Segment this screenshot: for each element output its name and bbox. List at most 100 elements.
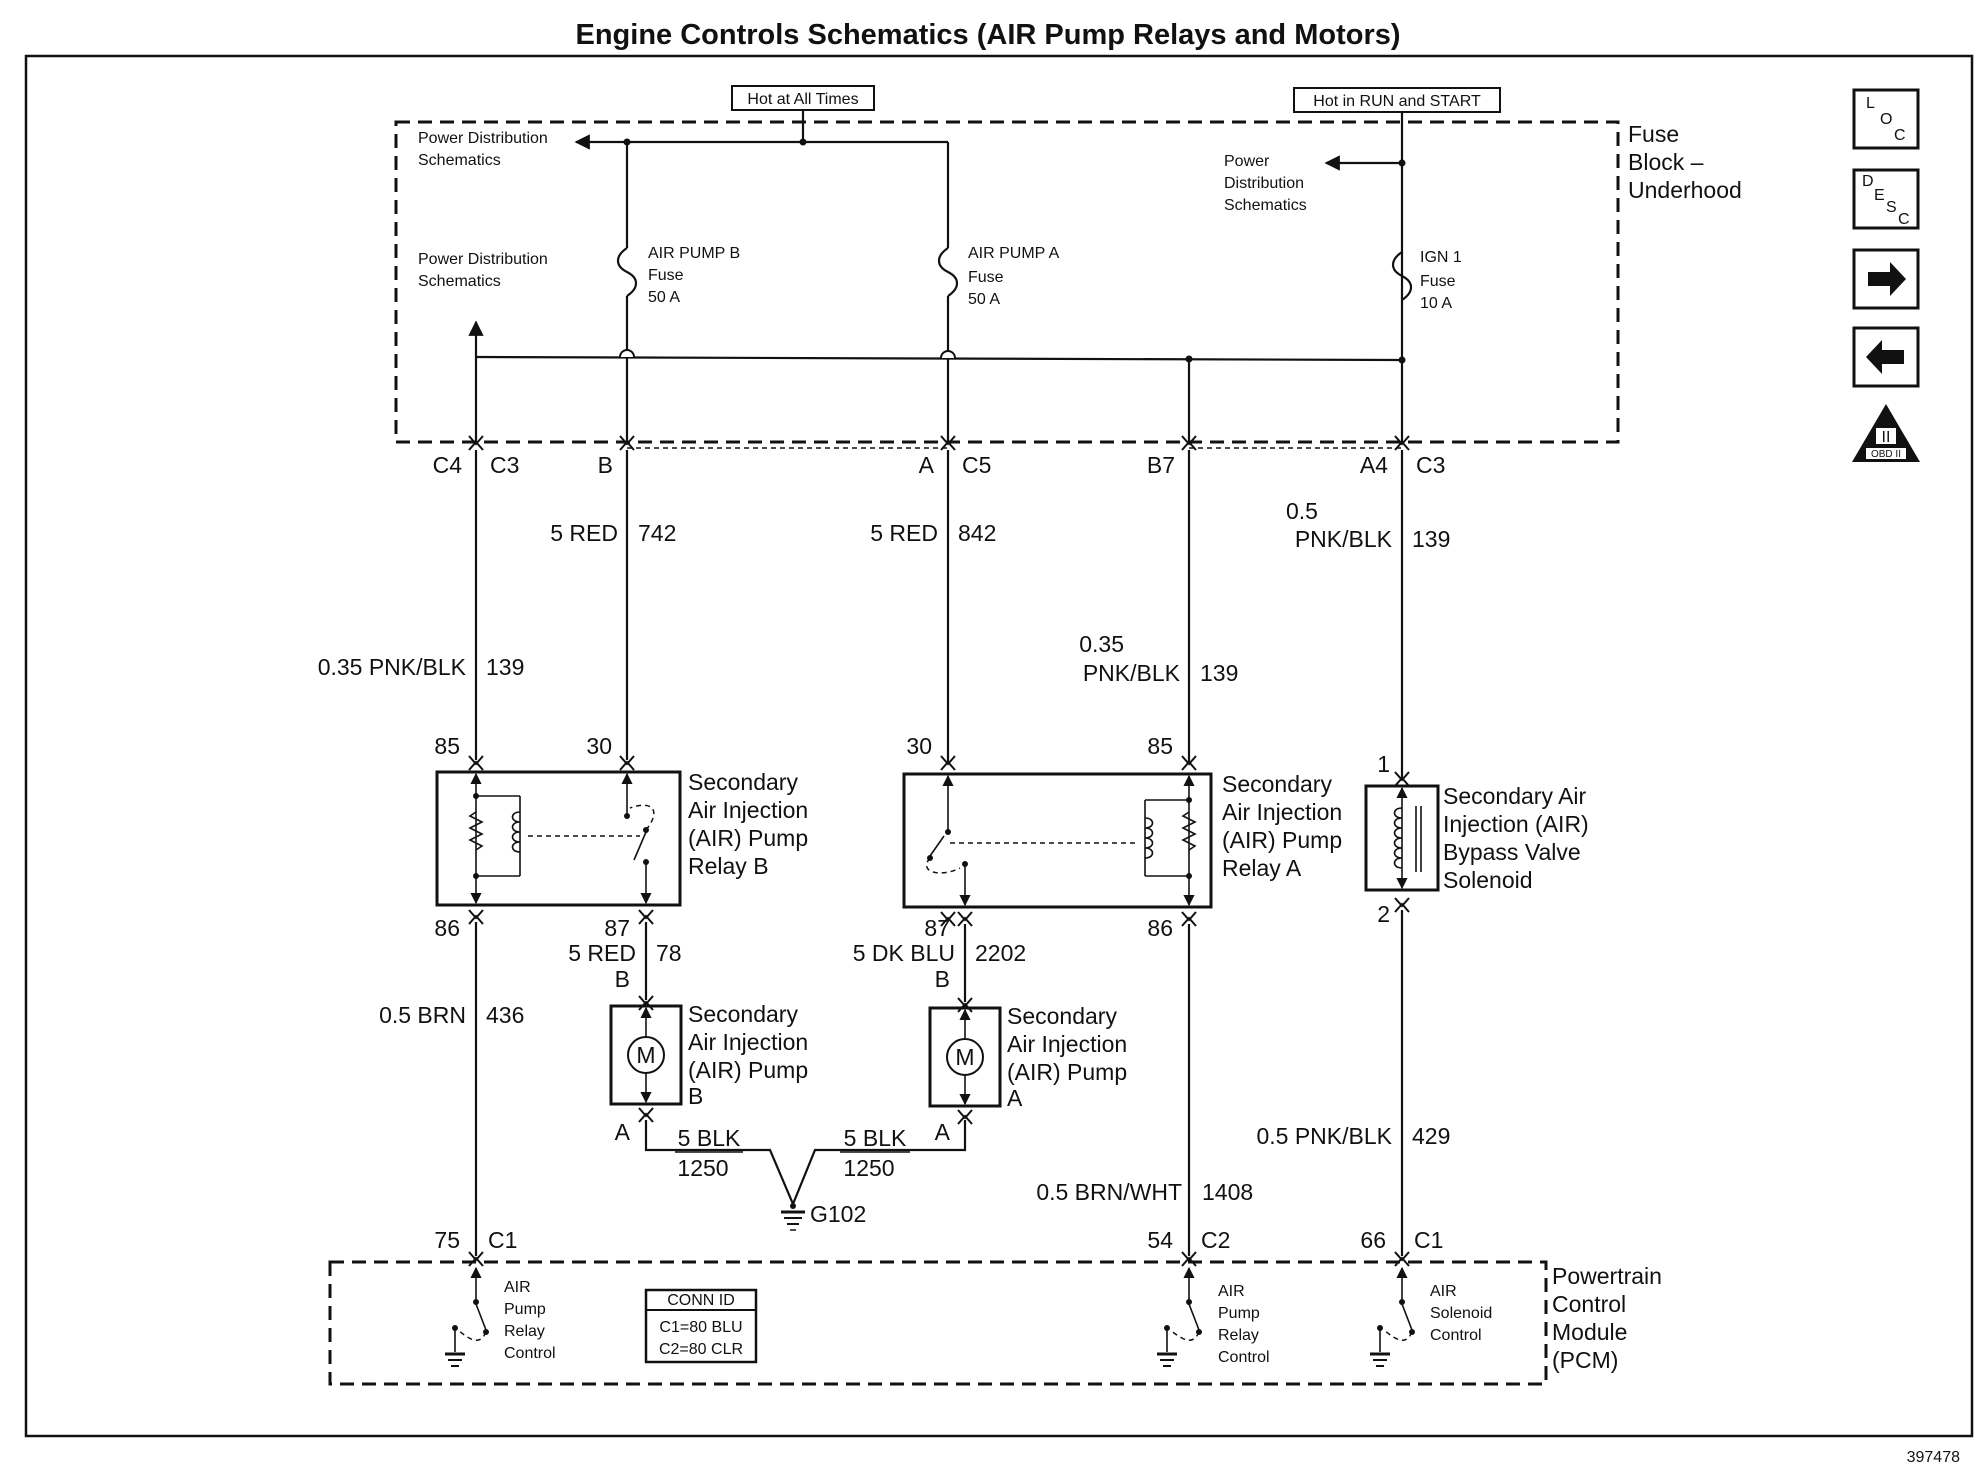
svg-text:Air Injection: Air Injection	[1007, 1031, 1127, 1057]
svg-text:E: E	[1874, 187, 1885, 204]
svg-text:87: 87	[604, 915, 630, 941]
wire-139c-size-1: 0.5	[1286, 498, 1318, 524]
wire-429-number: 429	[1412, 1123, 1450, 1149]
svg-text:86: 86	[434, 915, 460, 941]
ground-label: G102	[810, 1201, 866, 1227]
svg-text:Power Distribution: Power Distribution	[418, 251, 548, 268]
svg-text:(AIR) Pump: (AIR) Pump	[1222, 827, 1342, 853]
svg-text:C: C	[1894, 127, 1906, 144]
ign-bus	[475, 355, 1403, 362]
svg-text:Underhood: Underhood	[1628, 177, 1742, 203]
svg-text:86: 86	[1147, 915, 1173, 941]
pcm-label: Powertrain Control Module (PCM)	[1552, 1263, 1662, 1373]
pcm-outline	[328, 1260, 1548, 1386]
location-view-button[interactable]: L O C	[1852, 88, 1920, 150]
motor-symbol: M	[636, 1042, 655, 1068]
svg-text:Distribution: Distribution	[1224, 175, 1304, 192]
description-view-button[interactable]: D E S C	[1852, 168, 1920, 230]
svg-text:Control: Control	[1430, 1327, 1482, 1344]
svg-text:OBD II: OBD II	[1871, 449, 1901, 460]
wire-crossover	[940, 350, 956, 359]
wire-139c-size-2: PNK/BLK	[1295, 526, 1393, 552]
svg-text:Fuse: Fuse	[648, 267, 684, 284]
svg-text:AIR PUMP A: AIR PUMP A	[968, 245, 1060, 262]
svg-text:(AIR) Pump: (AIR) Pump	[688, 1057, 808, 1083]
wire-139a-size: 0.35 PNK/BLK	[318, 654, 467, 680]
svg-text:Fuse: Fuse	[1420, 273, 1456, 290]
svg-text:Powertrain: Powertrain	[1552, 1263, 1662, 1289]
svg-text:(PCM): (PCM)	[1552, 1347, 1618, 1373]
svg-text:Air Injection: Air Injection	[1222, 799, 1342, 825]
svg-text:AIR: AIR	[1430, 1283, 1457, 1300]
relay-a: 30 85 Secondary Air Injection (AIR) Pump…	[902, 733, 1342, 941]
svg-text:Control: Control	[1552, 1291, 1626, 1317]
pcm-switch-relay-b: AIR Pump Relay Control	[445, 1266, 556, 1367]
wire-139b-number: 139	[1200, 660, 1238, 686]
previous-page-button[interactable]	[1852, 326, 1920, 388]
svg-text:C1: C1	[1414, 1227, 1443, 1253]
svg-text:C3: C3	[490, 452, 519, 478]
svg-text:Control: Control	[504, 1345, 556, 1362]
ground-symbol	[781, 1203, 805, 1231]
svg-text:2: 2	[1377, 901, 1390, 927]
air-pump-a: B M A Secondary Air Injection (AIR) Pump…	[928, 966, 1127, 1145]
svg-text:CONN ID: CONN ID	[667, 1292, 735, 1309]
svg-text:C2: C2	[1201, 1227, 1230, 1253]
wire-139b-size-2: PNK/BLK	[1083, 660, 1181, 686]
svg-text:C3: C3	[1416, 452, 1445, 478]
arrow-right-icon	[1868, 262, 1906, 296]
svg-text:1: 1	[1377, 751, 1390, 777]
svg-text:Solenoid: Solenoid	[1430, 1305, 1492, 1322]
bypass-valve-solenoid: 1 2 Secondary Air Injection (AIR) Bypass…	[1364, 751, 1589, 927]
svg-text:50 A: 50 A	[648, 289, 680, 306]
wire-2202-number: 2202	[975, 940, 1026, 966]
svg-text:Schematics: Schematics	[418, 152, 501, 169]
figure-number: 397478	[1907, 1449, 1960, 1466]
svg-text:87: 87	[924, 915, 950, 941]
svg-text:(AIR) Pump: (AIR) Pump	[688, 825, 808, 851]
obd-ii-button[interactable]: II OBD II	[1852, 404, 1920, 462]
svg-text:Block –: Block –	[1628, 149, 1704, 175]
svg-text:30: 30	[586, 733, 612, 759]
wire-crossover	[619, 349, 635, 358]
conn-id-table: CONN ID C1=80 BLU C2=80 CLR	[644, 1288, 758, 1364]
connector-labels-fuse-block: C4 C3 B A C5 B7 A4 C3	[433, 452, 1446, 478]
hot-in-run-start-label: Hot in RUN and START	[1313, 93, 1481, 110]
svg-text:D: D	[1862, 173, 1874, 190]
svg-text:L: L	[1866, 95, 1875, 112]
svg-text:Power: Power	[1224, 153, 1270, 170]
svg-text:A: A	[919, 452, 935, 478]
wire-1408-size: 0.5 BRN/WHT	[1036, 1179, 1182, 1205]
air-pump-b: B M A Secondary Air Injection (AIR) Pump…	[609, 966, 808, 1145]
wire-436-size: 0.5 BRN	[379, 1002, 466, 1028]
fuse-ign-label: IGN 1 Fuse 10 A	[1420, 249, 1462, 312]
wire-78-size: 5 RED	[568, 940, 636, 966]
connector-chevrons-pcm	[468, 1251, 1410, 1267]
motor-symbol: M	[955, 1044, 974, 1070]
wire-1408-number: 1408	[1202, 1179, 1253, 1205]
diagram-frame	[24, 54, 1974, 1438]
svg-text:B: B	[935, 966, 950, 992]
wire-78-number: 78	[656, 940, 682, 966]
fuse-block-label: Fuse Block – Underhood	[1628, 121, 1742, 203]
svg-text:C2=80 CLR: C2=80 CLR	[659, 1341, 743, 1358]
svg-text:Air Injection: Air Injection	[688, 797, 808, 823]
svg-text:AIR PUMP B: AIR PUMP B	[648, 245, 740, 262]
fuse-air-pump-b-label: AIR PUMP B Fuse 50 A	[648, 245, 740, 306]
wire-1250a-number: 1250	[677, 1155, 728, 1181]
wire-842-size: 5 RED	[870, 520, 938, 546]
svg-text:Air Injection: Air Injection	[688, 1029, 808, 1055]
svg-text:Bypass Valve: Bypass Valve	[1443, 839, 1581, 865]
svg-text:66: 66	[1360, 1227, 1386, 1253]
wire-1250a-size: 5 BLK	[678, 1125, 741, 1151]
wire-1250b-size: 5 BLK	[844, 1125, 907, 1151]
svg-text:Relay: Relay	[1218, 1327, 1259, 1344]
svg-text:Control: Control	[1218, 1349, 1270, 1366]
svg-text:Module: Module	[1552, 1319, 1627, 1345]
next-page-button[interactable]	[1852, 248, 1920, 310]
power-dist-label-a: Power Distribution Schematics	[418, 130, 548, 169]
svg-text:85: 85	[434, 733, 460, 759]
svg-text:Relay: Relay	[504, 1323, 545, 1340]
hot-at-all-times-label: Hot at All Times	[747, 91, 858, 108]
